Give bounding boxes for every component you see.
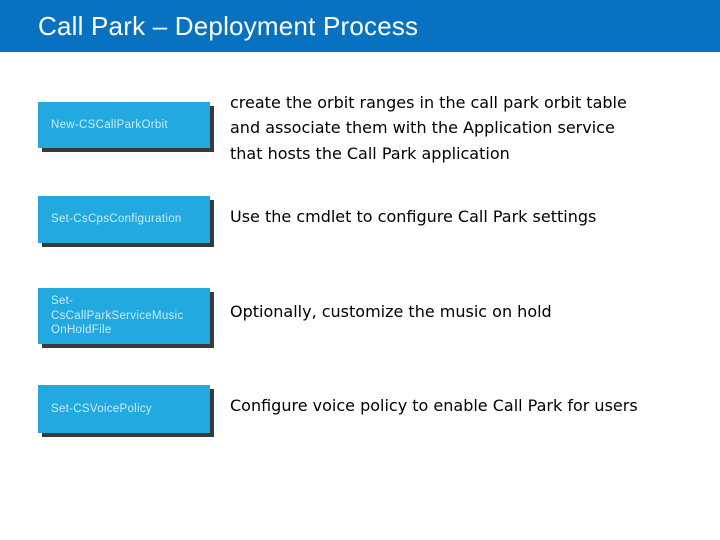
cmdlet-box-new-cscallparkorbit: New-CSCallParkOrbit xyxy=(38,102,210,148)
description-line: and associate them with the Application … xyxy=(230,118,615,138)
description-line: that hosts the Call Park application xyxy=(230,143,510,163)
description-line: create the orbit ranges in the call park… xyxy=(230,93,627,112)
description-line: Configure voice policy to enable Call Pa… xyxy=(230,396,638,415)
description-line: Optionally, customize the music on hold xyxy=(230,302,552,321)
cmdlet-box-set-cscpsconfiguration: Set-CsCpsConfiguration xyxy=(38,196,210,243)
cmdlet-label: Set-CsCpsConfiguration xyxy=(51,213,182,226)
description-line: Use the cmdlet to configure Call Park se… xyxy=(230,207,597,226)
cmdlet-label: CsCallParkServiceMusic xyxy=(51,309,184,322)
cmdlet-label: Set- xyxy=(51,295,74,308)
step-description-4: Configure voice policy to enable Call Pa… xyxy=(230,393,638,418)
step-description-3: Optionally, customize the music on hold xyxy=(230,299,552,324)
cmdlet-label: Set-CSVoicePolicy xyxy=(51,402,152,415)
cmdlet-box-set-csvoicepolicy: Set-CSVoicePolicy xyxy=(38,385,210,433)
step-description-1: create the orbit ranges in the call park… xyxy=(230,90,627,166)
slide-header: Call Park – Deployment Process xyxy=(0,0,720,52)
cmdlet-box-set-cscallparkservicemusiconholdfile: Set- CsCallParkServiceMusic OnHoldFile xyxy=(38,288,210,344)
cmdlet-label: OnHoldFile xyxy=(51,324,112,337)
page-title: Call Park – Deployment Process xyxy=(38,11,419,41)
cmdlet-label: New-CSCallParkOrbit xyxy=(51,118,168,131)
step-description-2: Use the cmdlet to configure Call Park se… xyxy=(230,204,596,229)
